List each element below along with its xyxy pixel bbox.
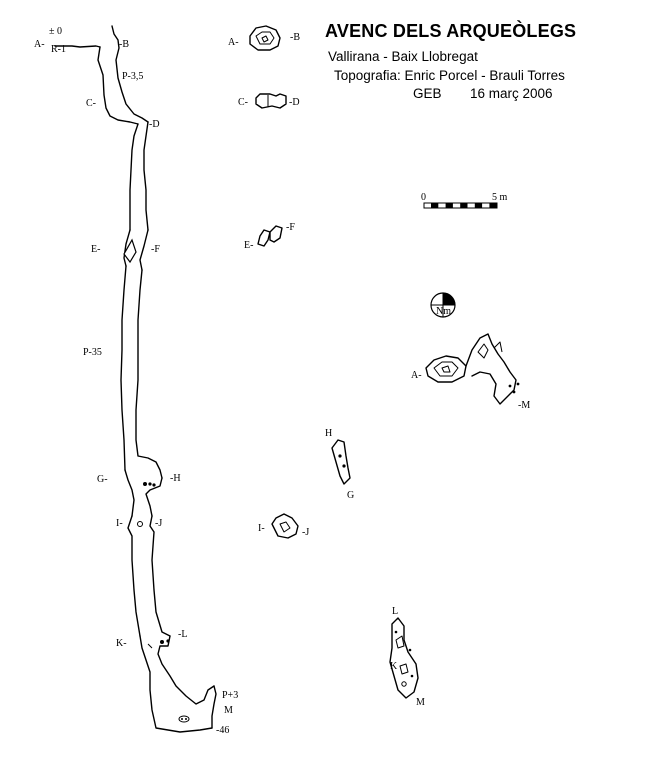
plan-upper-label-m: -M bbox=[518, 400, 530, 411]
section-label-j: -J bbox=[155, 518, 162, 529]
section-label-g: G- bbox=[97, 474, 108, 485]
section-label-h: -H bbox=[170, 473, 181, 484]
pitch-label-p35: P-35 bbox=[83, 347, 102, 358]
xsec-ab-left: A- bbox=[228, 37, 239, 48]
survey-credit: Topografia: Enric Porcel - Brauli Torres bbox=[334, 68, 565, 83]
north-arrow-letters: Nm bbox=[436, 306, 451, 317]
xsec-ab-right: -B bbox=[290, 32, 300, 43]
long-section: ± 0 A- R-1 -B P-3,5 C- -D E- -F P-35 G- … bbox=[34, 25, 238, 736]
section-label-f: -F bbox=[151, 244, 160, 255]
depth-bottom-label: -46 bbox=[216, 725, 229, 736]
xsec-cd-left: C- bbox=[238, 97, 248, 108]
plan-middle-label-h: H bbox=[325, 428, 332, 439]
header: AVENC DELS ARQUEÒLEGS Vallirana - Baix L… bbox=[325, 20, 576, 101]
plan-lower-label-m: M bbox=[416, 697, 425, 708]
survey-club: GEB bbox=[413, 86, 442, 101]
pitch-label-p35a: P-3,5 bbox=[122, 71, 143, 82]
section-label-c: C- bbox=[86, 98, 96, 109]
scale-max-label: 5 m bbox=[492, 192, 508, 203]
survey-date: 16 març 2006 bbox=[470, 86, 553, 101]
plan-middle: H G bbox=[325, 428, 354, 501]
depth-top-label: ± 0 bbox=[49, 26, 62, 37]
xsec-ij-left: I- bbox=[258, 523, 265, 534]
section-label-d: -D bbox=[149, 119, 160, 130]
section-label-m: M bbox=[224, 705, 233, 716]
survey-location: Vallirana - Baix Llobregat bbox=[328, 49, 478, 64]
section-label-k: K- bbox=[116, 638, 127, 649]
pitch-label-p3: P+3 bbox=[222, 690, 238, 701]
cross-section-ef: E- -F bbox=[244, 222, 295, 251]
section-label-b: -B bbox=[119, 39, 129, 50]
plan-middle-label-g: G bbox=[347, 490, 354, 501]
cross-section-ij: I- -J bbox=[258, 513, 309, 539]
cross-section-ab: A- -B bbox=[228, 25, 300, 51]
section-label-l: -L bbox=[178, 629, 187, 640]
xsec-ef-right: -F bbox=[286, 222, 295, 233]
plan-lower: L K M bbox=[389, 606, 425, 708]
xsec-ef-left: E- bbox=[244, 240, 253, 251]
section-label-e: E- bbox=[91, 244, 100, 255]
pitch-label-r1: R-1 bbox=[51, 44, 66, 55]
north-arrow: Nm bbox=[430, 292, 456, 318]
scale-bar: 0 5 m bbox=[421, 192, 508, 209]
section-label-i: I- bbox=[116, 518, 123, 529]
cross-section-cd: C- -D bbox=[238, 93, 300, 109]
plan-upper: A- -M bbox=[411, 333, 530, 411]
section-label-a: A- bbox=[34, 39, 45, 50]
plan-lower-label-k: K bbox=[390, 661, 398, 672]
plan-lower-label-l: L bbox=[392, 606, 398, 617]
scale-min-label: 0 bbox=[421, 192, 426, 203]
xsec-cd-right: -D bbox=[289, 97, 300, 108]
survey-title: AVENC DELS ARQUEÒLEGS bbox=[325, 20, 576, 41]
plan-upper-label-a: A- bbox=[411, 370, 422, 381]
xsec-ij-right: -J bbox=[302, 527, 309, 538]
